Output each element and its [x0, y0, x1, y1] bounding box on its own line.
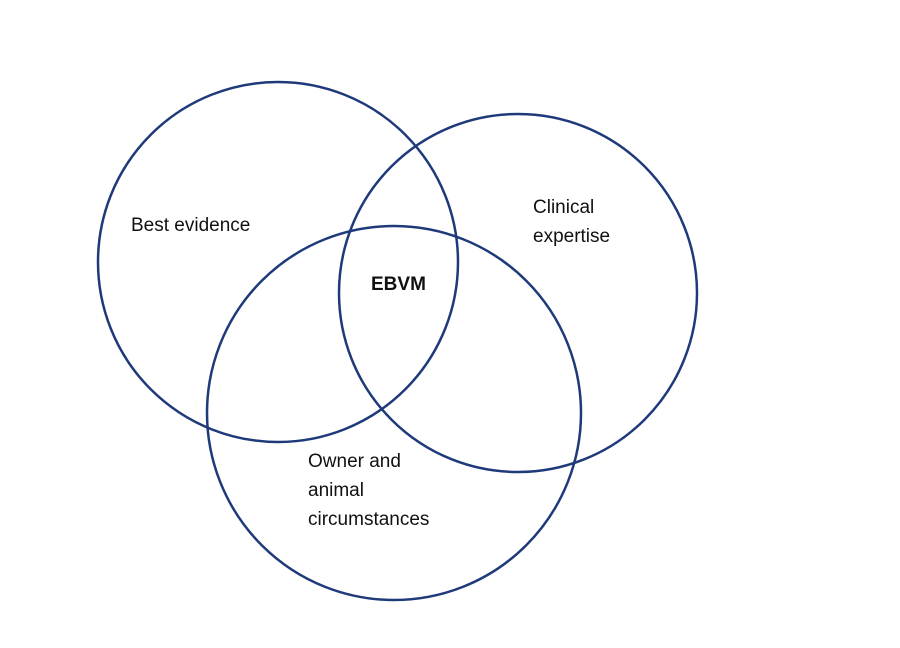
label-owner-line3: circumstances [308, 509, 430, 530]
label-owner-circumstances: Owner and animal circumstances [308, 447, 429, 534]
circle-clinical-expertise [337, 112, 699, 474]
label-owner-line1: Owner and [308, 451, 401, 472]
label-owner-line2: animal [308, 480, 364, 501]
label-clinical-line1: Clinical [533, 197, 595, 218]
label-ebvm-text: EBVM [371, 274, 426, 295]
label-clinical-expertise: Clinical expertise [533, 193, 610, 251]
label-ebvm-center: EBVM [371, 270, 426, 299]
label-best-evidence: Best evidence [131, 211, 250, 240]
label-best-evidence-text: Best evidence [131, 215, 251, 236]
label-clinical-line2: expertise [533, 226, 611, 247]
circle-best-evidence [96, 80, 460, 444]
circle-owner-animal-circumstances [205, 224, 583, 602]
